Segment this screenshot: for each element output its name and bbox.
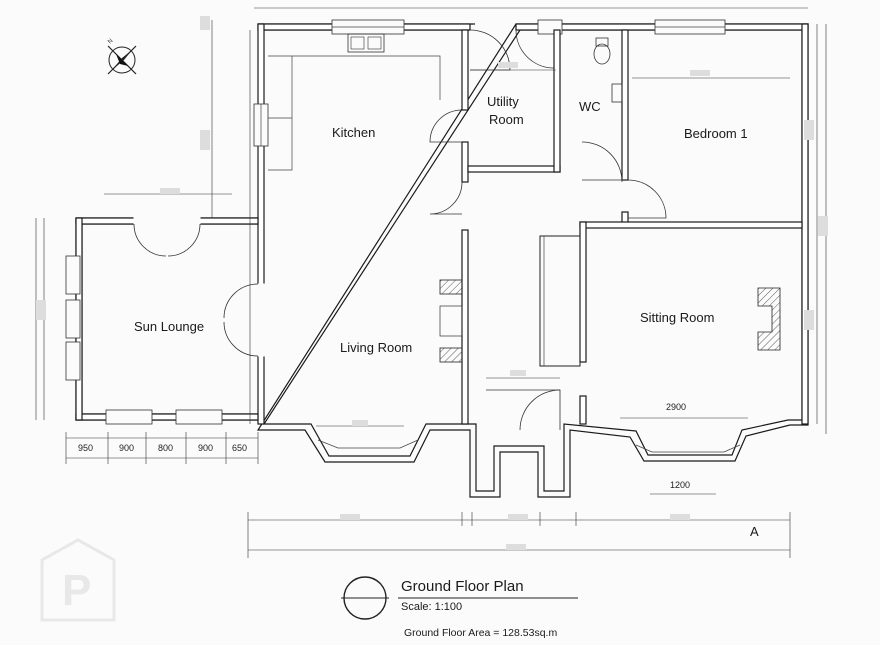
minor-dimension-marks xyxy=(36,16,828,550)
dim-label-950: 950 xyxy=(78,443,93,453)
dimension-lines xyxy=(35,7,827,558)
dim-label-900-a: 900 xyxy=(119,443,134,453)
room-label-sitting-room: Sitting Room xyxy=(640,310,714,325)
interior-walls xyxy=(268,29,803,453)
north-arrow-icon: N xyxy=(107,38,137,75)
exterior-walls xyxy=(65,19,809,498)
room-label-sun-lounge: Sun Lounge xyxy=(134,319,204,334)
section-circle-icon xyxy=(341,576,389,620)
section-marker-label: A xyxy=(750,524,759,539)
room-label-bedroom-1: Bedroom 1 xyxy=(684,126,748,141)
room-label-wc: WC xyxy=(579,99,601,114)
watermark-letter: P xyxy=(62,566,91,615)
room-label-living-room: Living Room xyxy=(340,340,412,355)
svg-text:N: N xyxy=(107,38,114,45)
plan-scale: Scale: 1:100 xyxy=(401,601,462,613)
room-label-utility-line2: Room xyxy=(489,112,524,127)
room-label-kitchen: Kitchen xyxy=(332,125,375,140)
floor-area: Ground Floor Area = 128.53sq.m xyxy=(404,627,557,639)
dim-label-1200: 1200 xyxy=(670,480,690,490)
watermark-logo: P xyxy=(40,538,116,622)
dim-label-650: 650 xyxy=(232,443,247,453)
dim-label-2900: 2900 xyxy=(666,402,686,412)
dim-label-900-b: 900 xyxy=(198,443,213,453)
room-label-utility-line1: Utility xyxy=(487,94,519,109)
staircase xyxy=(539,235,581,367)
plan-title: Ground Floor Plan xyxy=(401,578,524,595)
dim-label-800: 800 xyxy=(158,443,173,453)
